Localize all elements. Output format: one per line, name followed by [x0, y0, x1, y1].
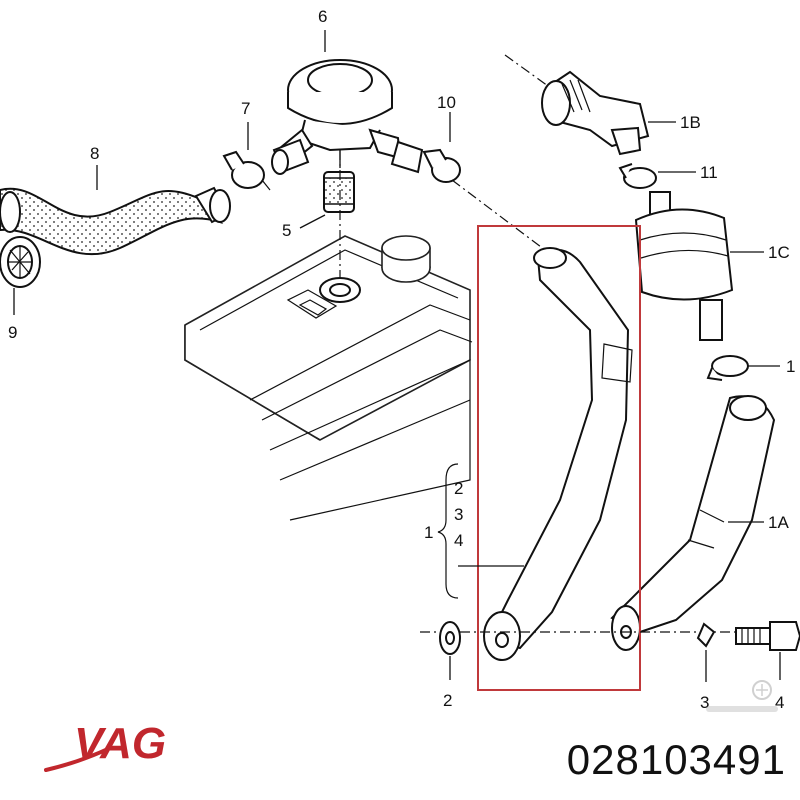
svg-text:VAG: VAG	[74, 719, 166, 768]
engine-valve-cover	[184, 235, 473, 521]
hose-connector	[271, 138, 310, 175]
callout-4: 4	[775, 693, 784, 712]
callout-3: 3	[700, 693, 709, 712]
callout-1B: 1B	[680, 113, 701, 132]
bolt-part-4	[735, 621, 800, 680]
grommet-part-9	[0, 236, 41, 315]
oil-separator-part-1C	[634, 191, 764, 341]
breather-hose-part-8	[0, 165, 231, 256]
callout-1C: 1C	[768, 243, 790, 262]
hose-clamp-part-10	[390, 112, 461, 183]
hose-clamp-part-7	[222, 122, 271, 191]
hose-clamp-part-11	[618, 163, 696, 189]
assembly-bracket	[437, 463, 524, 599]
callout-8: 8	[90, 144, 99, 163]
part-number: 028103491	[566, 736, 786, 783]
hose-elbow-part-1B	[504, 54, 676, 156]
watermark-icon	[706, 680, 778, 712]
washer-part-3	[696, 622, 716, 682]
callout-bracket-1: 1	[424, 523, 433, 542]
callout-11: 11	[700, 163, 718, 182]
callout-bracket-2: 2	[454, 479, 463, 498]
highlight-frame	[477, 225, 641, 691]
bushing-part-5	[299, 150, 361, 303]
callout-bracket-3: 3	[454, 505, 463, 524]
callout-1: 1	[786, 357, 795, 376]
callout-9: 9	[8, 323, 17, 342]
callout-1A: 1A	[768, 513, 789, 532]
breather-hose-main-part-1	[483, 247, 633, 661]
callout-5: 5	[282, 221, 291, 240]
hose-clamp-part-1-right	[706, 355, 780, 381]
pcv-valve-part-6	[278, 30, 402, 168]
vag-logo: VAG	[44, 719, 166, 772]
callout-7: 7	[241, 99, 250, 118]
callout-bracket-4: 4	[454, 531, 463, 550]
callout-10: 10	[437, 93, 456, 112]
breather-hose-part-1A	[610, 395, 776, 651]
callout-6: 6	[318, 7, 327, 26]
callout-2: 2	[443, 691, 452, 710]
washer-part-2	[439, 621, 461, 680]
